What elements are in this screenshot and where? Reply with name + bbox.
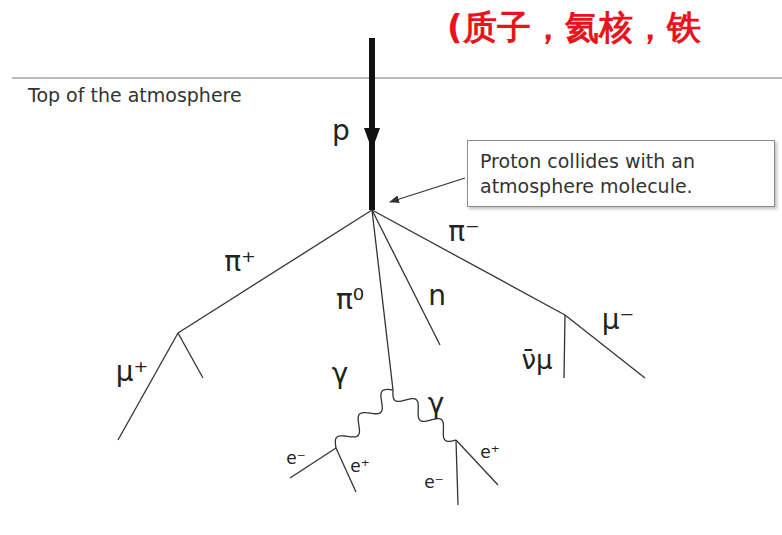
callout-box: Proton collides with an atmosphere molec… [467,140,775,207]
pion-plus-track [178,210,372,333]
particle-label: e⁺ [480,444,499,461]
particle-label: μ⁺ [116,358,149,386]
particle-label: μ⁻ [602,306,635,334]
particle-label: γ [428,390,445,418]
particle-label: e⁺ [350,458,369,475]
electron-track [456,440,458,505]
particle-label: n [428,282,446,310]
atmosphere-line [12,78,782,79]
callout-text: Proton collides with an atmosphere molec… [480,149,762,198]
callout-leader [390,178,465,202]
neutrino-track [178,333,203,378]
photon-wave [393,390,456,441]
particle-label: e⁻ [286,450,305,467]
antineutrino-track [564,315,565,378]
muon-plus-track [118,333,178,440]
particle-label: e⁻ [424,474,443,491]
atmosphere-label: Top of the atmosphere [28,86,242,105]
particle-label: π⁰ [336,286,364,314]
particle-label: p [332,117,350,145]
proton-arrowhead [364,128,380,150]
pion-minus-track [372,210,565,315]
photon-wave [335,389,393,448]
particle-label: ν̄μ [521,347,552,373]
particle-label: π⁺ [224,248,256,276]
particle-label: π⁻ [448,218,480,246]
pion-zero-track [372,210,393,390]
proton-track [369,38,375,210]
heading-text: (质子，氦核，铁 [447,10,701,44]
neutron-track [372,210,440,345]
particle-label: γ [332,360,349,388]
